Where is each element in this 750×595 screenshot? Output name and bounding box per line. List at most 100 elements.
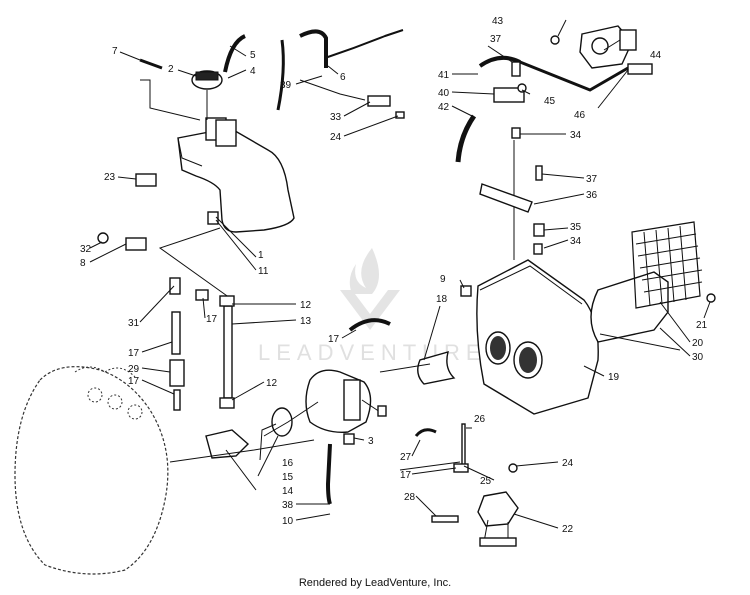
clip-27 (414, 428, 437, 437)
fitting-34b (533, 243, 543, 255)
callout-35: 35 (570, 222, 582, 233)
intake-boot-18 (417, 350, 456, 385)
callout-12a: 12 (300, 300, 312, 311)
hose-13 (223, 305, 233, 399)
flange-14 (205, 429, 250, 459)
clip-25a (453, 463, 469, 473)
filter-29 (169, 359, 185, 387)
callout-7: 7 (112, 46, 118, 57)
fitting-37a (511, 61, 521, 77)
clamp-12a (219, 295, 235, 307)
cap-43 (550, 35, 560, 45)
callout-20: 20 (692, 338, 704, 349)
callout-13: 13 (300, 316, 312, 327)
oil-tank (177, 70, 295, 233)
nut-24b (508, 463, 518, 473)
callout-34b: 34 (570, 236, 582, 247)
sleeve-46 (627, 63, 653, 75)
callout-42: 42 (438, 102, 450, 113)
callout-2: 2 (168, 64, 174, 75)
callout-11: 11 (258, 266, 269, 277)
clamp-33 (367, 95, 391, 107)
callout-28: 28 (404, 492, 416, 503)
callout-39: 39 (280, 80, 292, 91)
footer-credit: Rendered by LeadVenture, Inc. (298, 577, 452, 589)
callout-38: 38 (282, 500, 294, 511)
callout-1: 1 (258, 250, 264, 261)
rod-26 (461, 423, 466, 469)
fitting-11 (207, 211, 219, 225)
fitting-31 (169, 277, 181, 295)
callout-17e: 17 (400, 470, 412, 481)
callout-5: 5 (250, 50, 256, 61)
fitting-3 (343, 433, 355, 445)
callout-26: 26 (474, 414, 486, 425)
nut-32 (97, 232, 109, 244)
callout-33: 33 (330, 112, 342, 123)
hose-42 (455, 114, 477, 163)
callout-37a: 37 (490, 34, 502, 45)
primer-22 (477, 491, 519, 527)
callout-17b: 17 (128, 348, 140, 359)
callout-17c: 17 (128, 376, 140, 387)
callout-31: 31 (128, 318, 140, 329)
callout-34a: 34 (570, 130, 582, 141)
callout-23: 23 (104, 172, 116, 183)
hose-7 (139, 58, 163, 70)
carburetor (305, 318, 391, 445)
callout-37b: 37 (586, 174, 598, 185)
screw-21 (706, 293, 716, 303)
callout-17d: 17 (328, 334, 340, 345)
hose-28 (431, 515, 459, 523)
callout-19: 19 (608, 372, 620, 383)
callout-9: 9 (440, 274, 446, 285)
callout-12b: 12 (266, 378, 278, 389)
screw-37b (535, 165, 543, 181)
callout-36: 36 (586, 190, 598, 201)
callout-43: 43 (492, 16, 504, 27)
callout-3: 3 (368, 436, 374, 447)
callout-labels: 1 2 3 4 5 6 7 8 9 10 11 12 12 13 14 15 1… (80, 16, 708, 535)
callout-24b: 24 (562, 458, 574, 469)
cap-17 (195, 289, 209, 301)
nut-45 (517, 83, 527, 93)
callout-44: 44 (650, 50, 662, 61)
callout-46: 46 (574, 110, 586, 121)
fuel-pump-44 (579, 25, 637, 69)
callout-27: 27 (400, 452, 412, 463)
fitting-34a (511, 127, 521, 139)
callout-25: 25 (480, 476, 492, 487)
clip-8 (125, 237, 147, 251)
callout-30: 30 (692, 352, 704, 363)
hose-upper (276, 39, 285, 111)
callout-10: 10 (282, 516, 294, 527)
callout-21: 21 (696, 320, 708, 331)
hose-arch (299, 29, 328, 68)
engine-outline (14, 366, 169, 575)
hose-17a (171, 311, 181, 355)
callout-8: 8 (80, 258, 86, 269)
screen-30 (631, 221, 703, 309)
callout-40: 40 (438, 88, 450, 99)
screw-9 (460, 285, 472, 297)
decal-23 (135, 173, 157, 187)
hose-41 (478, 55, 521, 68)
leadventure-watermark: LEADVENTURE (258, 248, 487, 365)
callout-16: 16 (282, 458, 294, 469)
leader-lines (89, 19, 711, 529)
cable-6 (324, 29, 404, 59)
bracket-36 (479, 183, 533, 213)
clamp-15 (271, 407, 293, 437)
callout-24a: 24 (330, 132, 342, 143)
callout-17a: 17 (206, 314, 218, 325)
silencer-20 (590, 271, 669, 343)
callout-15: 15 (282, 472, 294, 483)
airbox-19 (476, 259, 599, 415)
clamp-12b (219, 397, 235, 409)
callout-6: 6 (340, 72, 346, 83)
watermark-text: LEADVENTURE (258, 340, 487, 365)
callout-4: 4 (250, 66, 256, 77)
callout-18: 18 (436, 294, 448, 305)
callout-41: 41 (438, 70, 450, 81)
